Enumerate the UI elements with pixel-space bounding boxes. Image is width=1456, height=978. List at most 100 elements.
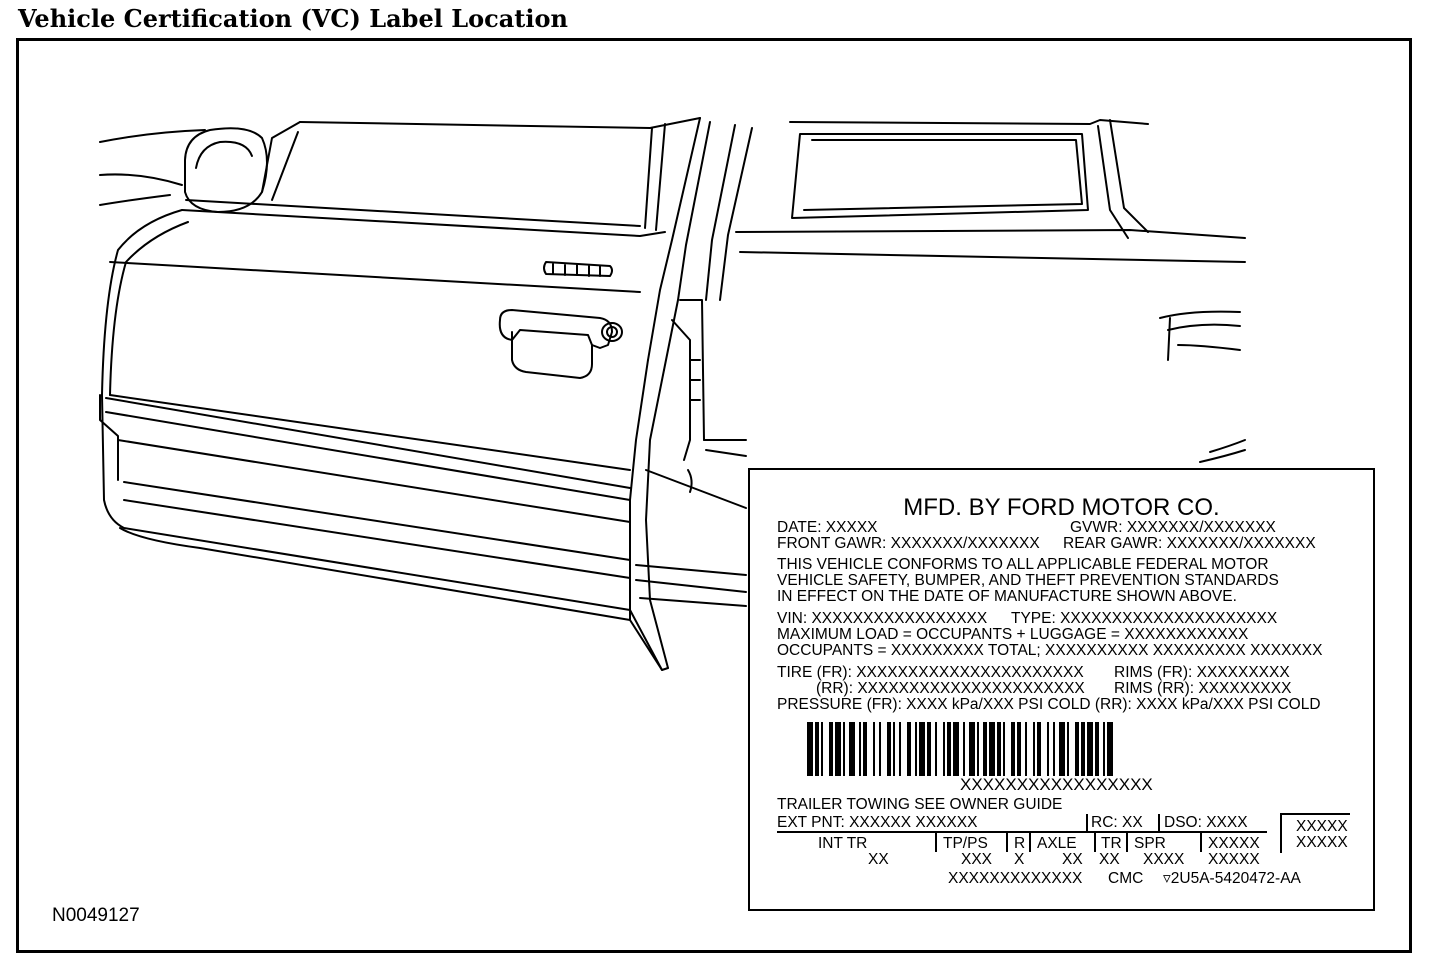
barcode-text: XXXXXXXXXXXXXXXXX [960,775,1153,794]
box-divider [1280,813,1282,853]
barcode-bar [887,722,891,776]
barcode-bar [907,722,911,776]
table-divider [1029,832,1031,852]
tp-ps-header: TP/PS [943,835,988,852]
axle-header: AXLE [1037,835,1077,852]
occupants-text: OCCUPANTS = XXXXXXXXX TOTAL; XXXXXXXXXX … [777,642,1323,659]
bottom-code-text: XXXXXXXXXXXXX [948,870,1083,887]
vin-text: VIN: XXXXXXXXXXXXXXXXX [777,610,988,627]
box-value-2: XXXXX [1296,834,1348,851]
date-text: DATE: XXXXX [777,519,878,536]
vc-label: MFD. BY FORD MOTOR CO. DATE: XXXXX GVWR:… [748,468,1375,911]
type-text: TYPE: XXXXXXXXXXXXXXXXXXXXX [1011,610,1278,627]
barcode-bar [1037,722,1041,776]
barcode-bar [1003,722,1005,776]
barcode-bar [943,722,945,776]
barcode-bar [989,722,995,776]
table-divider [1086,814,1088,832]
figure-id: N0049127 [52,905,140,926]
barcode-bar [815,722,819,776]
tr-value: XX [1099,851,1120,868]
rc-text: RC: XX [1091,814,1143,831]
barcode-bar [983,722,987,776]
barcode-bar [969,722,975,776]
tire-rear-text: (RR): XXXXXXXXXXXXXXXXXXXXXX [816,680,1085,697]
barcode-bar [1107,722,1113,776]
conformity-line-2: VEHICLE SAFETY, BUMPER, AND THEFT PREVEN… [777,572,1279,589]
barcode-bar [1017,722,1021,776]
barcode-bar [873,722,875,776]
tr-header: TR [1101,835,1122,852]
barcode-bar [935,722,937,776]
table-rule [777,831,1267,833]
rims-rear-text: RIMS (RR): XXXXXXXXX [1114,680,1292,697]
barcode-bar [1095,722,1099,776]
int-tr-value: XX [868,851,889,868]
barcode-bar [915,722,917,776]
table-divider [1094,832,1096,852]
barcode-bar [1025,722,1027,776]
tire-front-text: TIRE (FR): XXXXXXXXXXXXXXXXXXXXXX [777,664,1084,681]
barcode-bar [977,722,979,776]
barcode-bar [849,722,855,776]
gvwr-text: GVWR: XXXXXXX/XXXXXXX [1070,519,1276,536]
barcode-bar [927,722,931,776]
spr-header: SPR [1134,835,1166,852]
barcode-bar [1075,722,1079,776]
box-rule [1280,813,1350,815]
table-divider [1158,814,1160,832]
conformity-line-1: THIS VEHICLE CONFORMS TO ALL APPLICABLE … [777,556,1269,573]
barcode-bar [953,722,959,776]
trailer-towing-text: TRAILER TOWING SEE OWNER GUIDE [777,796,1063,813]
barcode-bar [829,722,833,776]
page-title: Vehicle Certification (VC) Label Locatio… [18,4,568,33]
r-header: R [1014,835,1026,852]
int-tr-header: INT TR [818,835,868,852]
barcode-bar [1081,722,1085,776]
last-column-header: XXXXX [1208,835,1260,852]
barcode-bar [879,722,881,776]
manufacturer-heading: MFD. BY FORD MOTOR CO. [903,494,1220,521]
vin-barcode [807,722,1113,776]
barcode-bar [1087,722,1093,776]
barcode-bar [821,722,823,776]
barcode-bar [1047,722,1049,776]
ext-paint-text: EXT PNT: XXXXXX XXXXXX [777,814,978,831]
dso-text: DSO: XXXX [1164,814,1248,831]
barcode-bar [863,722,867,776]
table-divider [935,832,937,852]
barcode-bar [1033,722,1035,776]
barcode-bar [1067,722,1069,776]
box-value-1: XXXXX [1296,818,1348,835]
barcode-bar [807,722,813,776]
table-divider [1126,832,1128,852]
rims-front-text: RIMS (FR): XXXXXXXXX [1114,664,1290,681]
rear-gawr-text: REAR GAWR: XXXXXXX/XXXXXXX [1063,535,1316,552]
r-value: X [1014,851,1025,868]
front-gawr-text: FRONT GAWR: XXXXXXX/XXXXXXX [777,535,1040,552]
barcode-bar [919,722,925,776]
barcode-bar [1053,722,1055,776]
barcode-bar [843,722,845,776]
part-number-text: ▿2U5A-5420472-AA [1163,870,1301,887]
barcode-bar [963,722,965,776]
spr-value: XXXX [1143,851,1185,868]
axle-value: XX [1062,851,1083,868]
last-column-value: XXXXX [1208,851,1260,868]
barcode-bar [1059,722,1065,776]
barcode-bar [835,722,841,776]
barcode-bar [893,722,895,776]
table-divider [1200,832,1202,852]
barcode-bar [997,722,1001,776]
pressure-text: PRESSURE (FR): XXXX kPa/XXX PSI COLD (RR… [777,696,1321,713]
table-divider [1006,832,1008,852]
max-load-text: MAXIMUM LOAD = OCCUPANTS + LUGGAGE = XXX… [777,626,1249,643]
barcode-bar [1011,722,1015,776]
tp-ps-value: XXX [961,851,993,868]
conformity-line-3: IN EFFECT ON THE DATE OF MANUFACTURE SHO… [777,588,1237,605]
barcode-bar [1103,722,1105,776]
barcode-bar [947,722,951,776]
barcode-bar [859,722,861,776]
barcode-bar [899,722,901,776]
